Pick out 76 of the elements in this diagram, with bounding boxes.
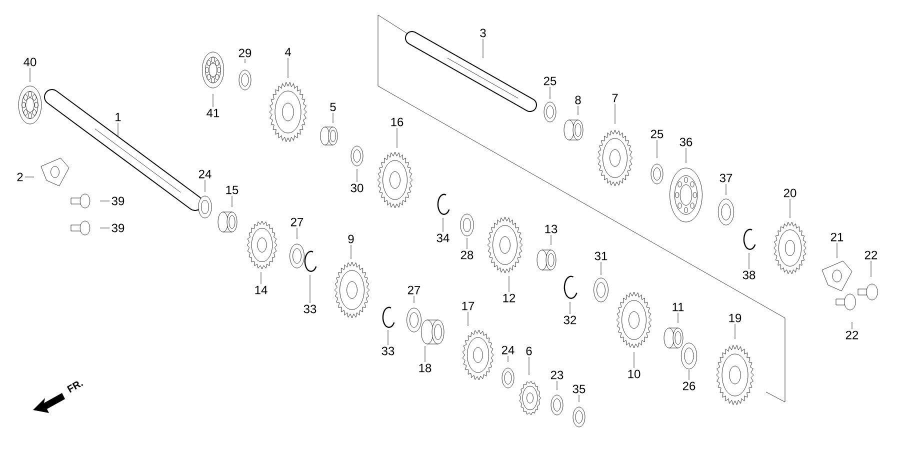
callout-number: 25 [650, 130, 664, 138]
callout-number: 15 [226, 186, 238, 194]
leader-line [528, 356, 530, 376]
leader-line [734, 324, 736, 340]
callout-number: 39 [112, 224, 124, 232]
callout-number: 38 [742, 270, 756, 280]
leader-line [204, 180, 206, 192]
callout-number: 40 [24, 58, 36, 66]
callout-number: 24 [198, 170, 212, 178]
callout-number: 21 [830, 232, 844, 242]
callout-number: 16 [391, 118, 404, 126]
leader-line [100, 200, 110, 202]
leader-line [24, 176, 34, 178]
leader-line [424, 346, 426, 362]
callout-number: 3 [480, 28, 486, 38]
callout-number: 41 [206, 108, 220, 118]
callout-number: 5 [330, 102, 336, 112]
callout-number: 18 [419, 364, 432, 372]
leader-line [508, 276, 510, 292]
callout-number: 9 [348, 234, 354, 244]
leader-line [482, 38, 484, 58]
callout-number: 37 [720, 174, 732, 182]
direction-label: FR. [66, 381, 84, 393]
leader-line [600, 262, 602, 276]
callout-number: 10 [628, 370, 640, 378]
callout-number: 8 [575, 96, 581, 104]
leader-line [260, 272, 262, 284]
leader-line [836, 242, 838, 258]
callout-number: 20 [784, 188, 796, 198]
leader-line [396, 128, 398, 148]
callout-number: 35 [572, 384, 586, 394]
leader-line [656, 140, 658, 158]
callout-number: 22 [864, 250, 878, 260]
callout-number: 31 [594, 252, 608, 260]
callout-number: 36 [680, 138, 692, 146]
leader-line [578, 394, 580, 402]
leader-line [556, 380, 558, 390]
leader-line [212, 94, 214, 108]
callout-number: 22 [846, 330, 858, 340]
callout-number: 6 [526, 346, 532, 356]
callout-number: 24 [502, 346, 514, 354]
callout-number: 27 [290, 218, 304, 226]
callout-number: 25 [544, 76, 556, 86]
leader-line [614, 104, 616, 124]
callout-number: 7 [612, 94, 618, 102]
callout-number: 34 [436, 234, 450, 242]
callout-number: 14 [255, 286, 268, 294]
callout-number: 2 [17, 172, 23, 182]
callout-number: 39 [112, 196, 124, 206]
callout-number: 27 [408, 286, 420, 294]
callout-number: 19 [729, 314, 742, 322]
leader-line [748, 252, 750, 270]
callout-number: 12 [503, 294, 516, 302]
callout-number: 1 [116, 112, 121, 122]
leader-line [244, 58, 246, 64]
leader-line [466, 238, 468, 250]
leader-line [550, 234, 552, 246]
callout-number: 17 [462, 302, 474, 310]
callout-number: 30 [350, 184, 364, 192]
leader-line [296, 228, 298, 240]
callout-number: 33 [304, 304, 316, 314]
leader-line [350, 244, 352, 260]
leader-line [870, 260, 872, 278]
callout-number: 28 [460, 250, 474, 260]
leader-line [356, 168, 358, 182]
callout-number: 26 [682, 382, 696, 390]
callout-number: 23 [550, 370, 564, 380]
callout-number: 33 [382, 346, 394, 356]
leader-line [442, 218, 444, 232]
callout-number: 13 [545, 224, 558, 234]
callout-number: 29 [238, 48, 252, 58]
leader-line [688, 370, 690, 380]
callout-number: 4 [284, 48, 291, 56]
leader-line [332, 112, 334, 124]
callout-number: 32 [564, 316, 576, 324]
callout-number: 11 [672, 302, 684, 312]
